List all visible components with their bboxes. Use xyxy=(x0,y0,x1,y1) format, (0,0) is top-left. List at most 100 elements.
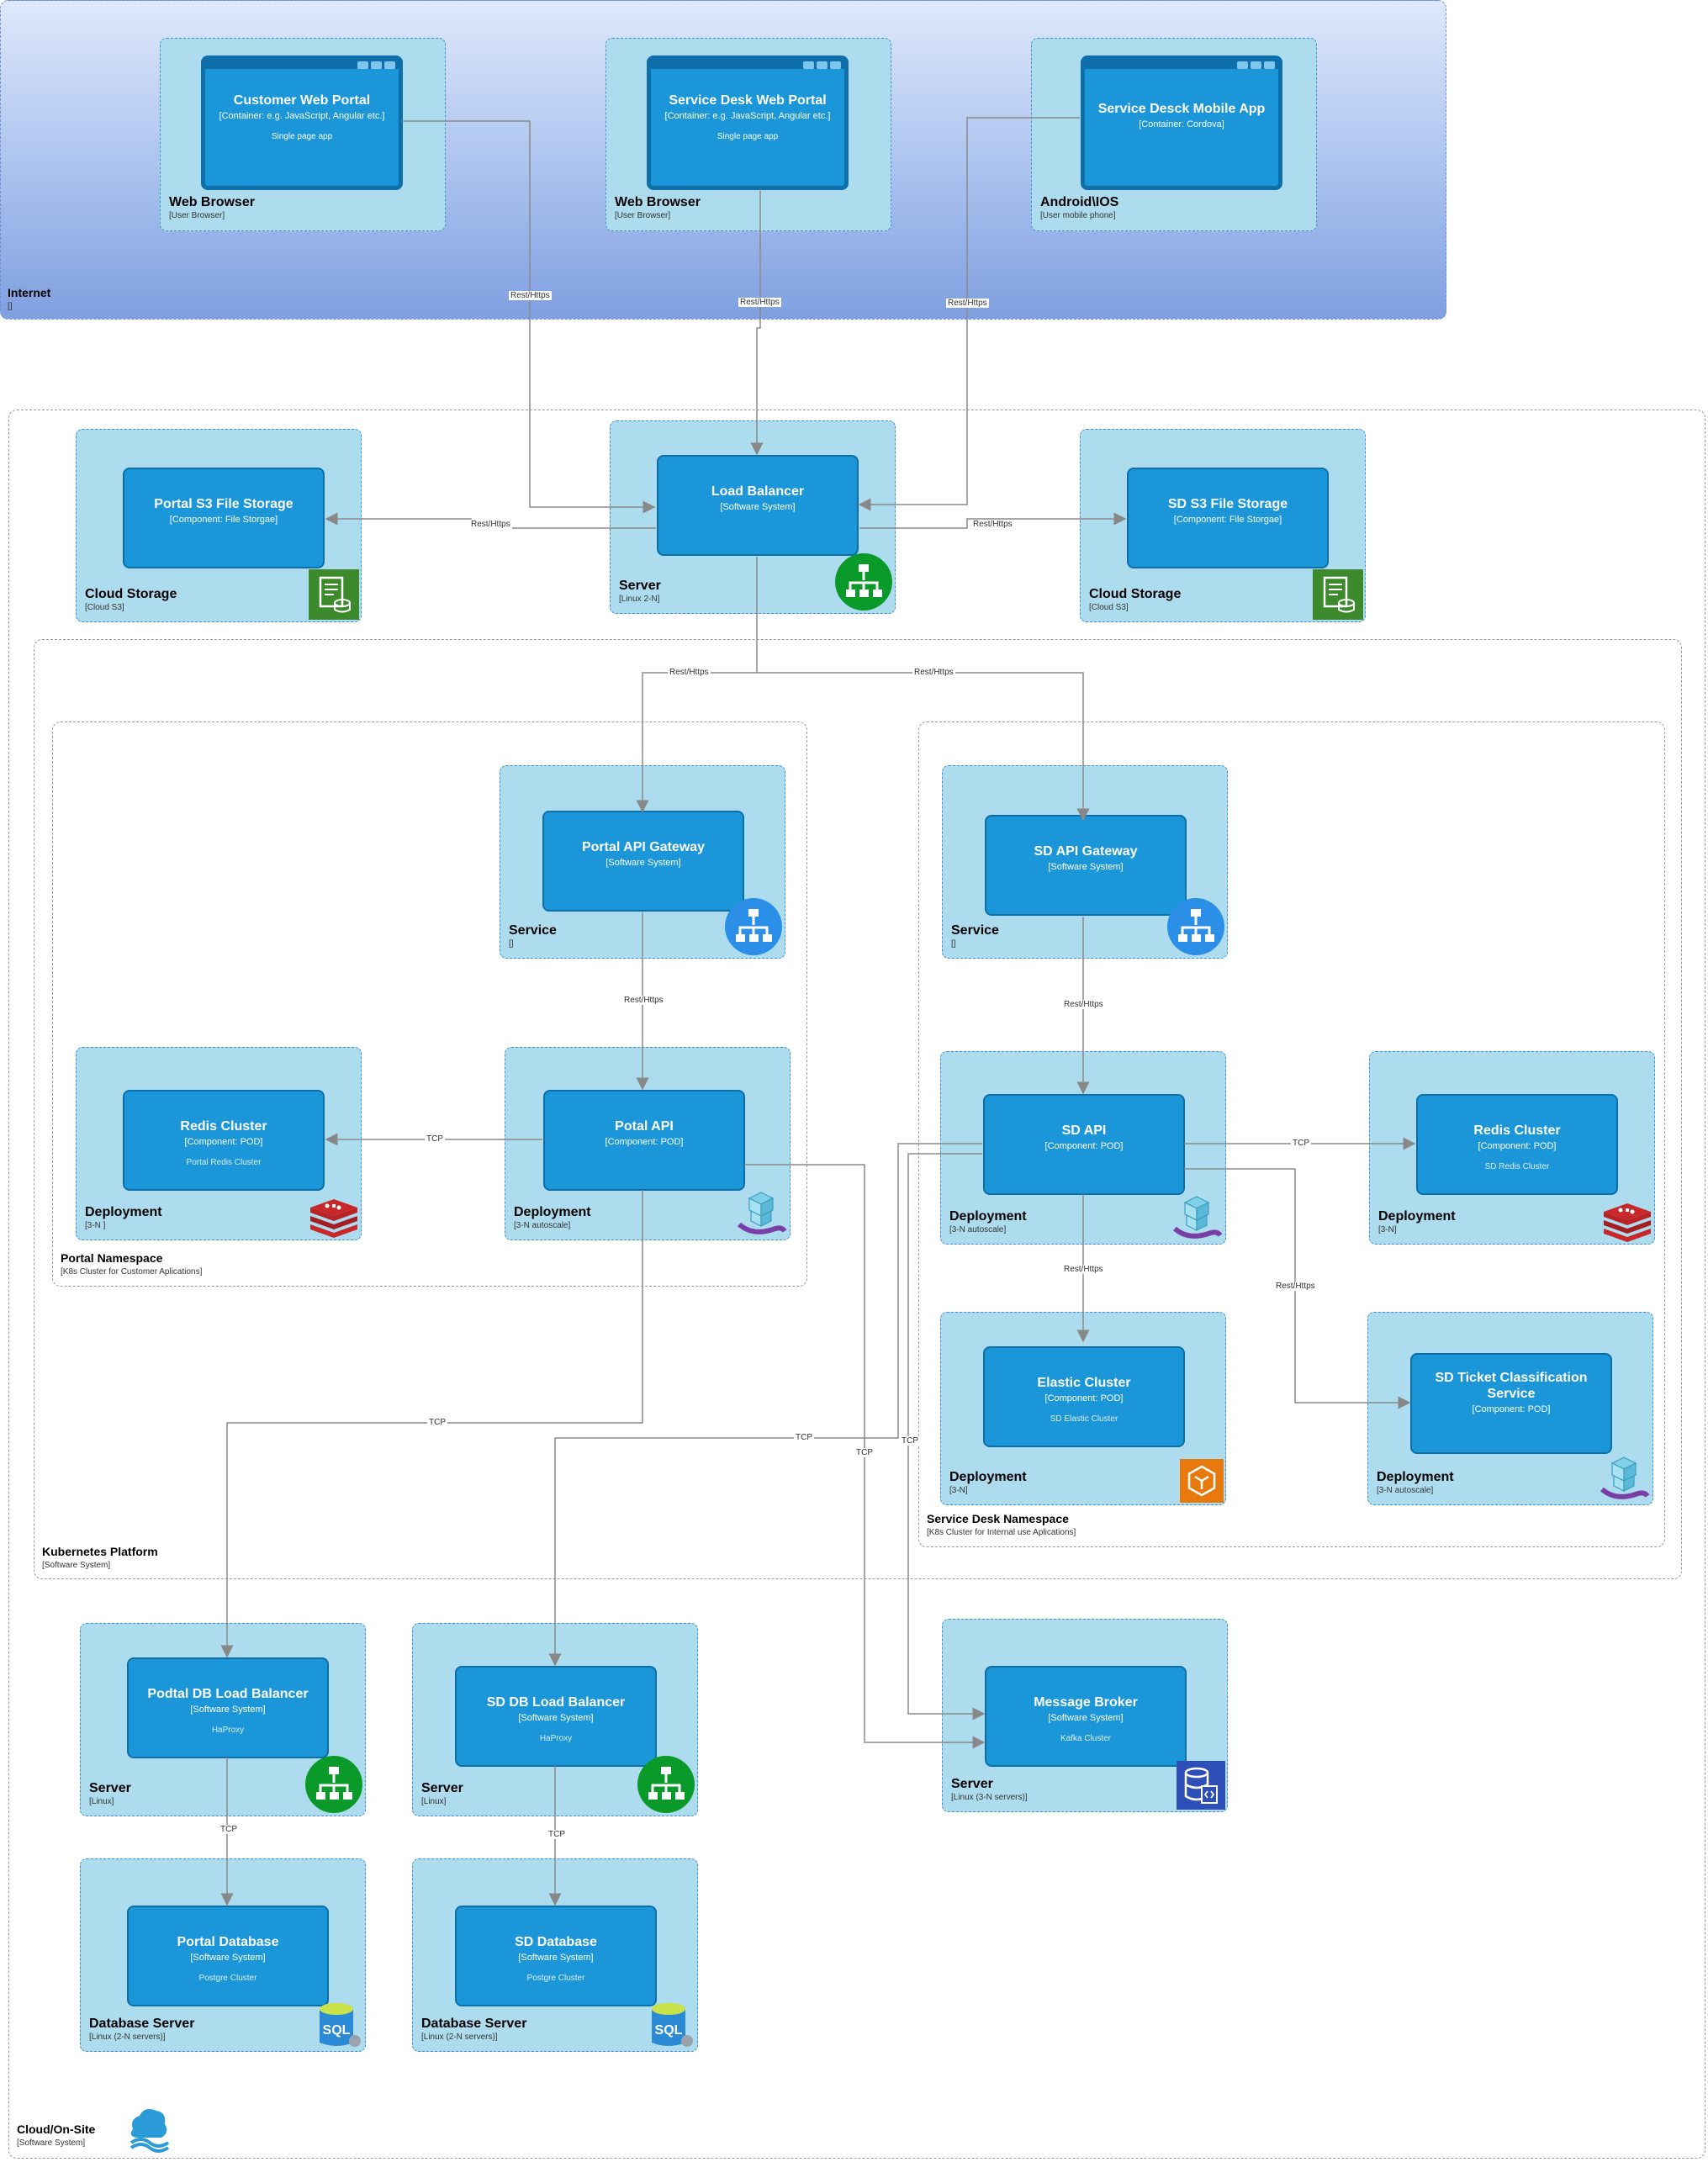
component-title: Portal Database xyxy=(177,1935,279,1949)
component-description: Kafka Cluster xyxy=(1060,1734,1112,1743)
s3-storage-icon xyxy=(309,569,359,620)
portal-namespace-label: Portal Namespace [K8s Cluster for Custom… xyxy=(61,1251,203,1277)
node-label: Service[] xyxy=(951,923,999,949)
component-type: [Component: POD] xyxy=(1044,1141,1124,1151)
svg-text:SQL: SQL xyxy=(655,2023,683,2038)
edge-customer-lb xyxy=(402,120,656,514)
component-description: HaProxy xyxy=(539,1734,573,1743)
portal-db-component[interactable]: Portal Database [Software System] Postgre … xyxy=(127,1906,329,2006)
edge-label: TCP xyxy=(427,1418,447,1427)
portal-redis-node: Redis Cluster[Component: POD]Portal Redi… xyxy=(76,1047,362,1240)
node-label: Database Server[Linux (2-N servers)] xyxy=(421,2017,527,2042)
node-label: Server[Linux (3-N servers)] xyxy=(951,1777,1028,1802)
node-label: Server[Linux] xyxy=(421,1781,463,1806)
sd-api-component[interactable]: SD API[Component: POD] xyxy=(983,1094,1185,1195)
component-title: Load Balancer xyxy=(711,484,805,499)
node-label: Deployment[3-N] xyxy=(949,1470,1027,1495)
component-type: [Software System] xyxy=(720,502,796,512)
node-label: Deployment[3-N autoscale] xyxy=(1377,1470,1454,1495)
edge-label: Rest/Https xyxy=(509,291,552,300)
edge-label: Rest/Https xyxy=(971,520,1014,529)
edge-label: Rest/Https xyxy=(1062,1000,1105,1009)
edge-label: TCP xyxy=(900,1436,920,1446)
cloud-service-icon xyxy=(124,2104,170,2154)
edge-lb-portal-gw xyxy=(636,557,758,813)
lb-component[interactable]: Load Balancer [Software System] xyxy=(657,455,859,556)
gateway-icon xyxy=(1166,897,1225,956)
edge-label: TCP xyxy=(1291,1139,1311,1148)
edge-label: Rest/Https xyxy=(738,298,781,307)
edge-label: TCP xyxy=(794,1433,814,1442)
kubernetes-boundary xyxy=(34,639,1682,1579)
elastic-node: Elastic Cluster[Component: POD]SD Elasti… xyxy=(940,1312,1226,1505)
node-label: Server[Linux 2-N] xyxy=(619,579,661,604)
component-type: [Component: File Storgae] xyxy=(169,515,278,525)
component-title: Redis Cluster xyxy=(180,1119,267,1134)
component-type: [Software System] xyxy=(1048,1713,1124,1723)
message-broker-node: Message Broker [Software System] Kafka Clu… xyxy=(942,1619,1228,1812)
service-desk-mobile-app[interactable]: Service Desck Mobile App [Container: Cor… xyxy=(1081,56,1282,190)
node-label: Cloud Storage[Cloud S3] xyxy=(85,587,177,612)
sd-db-component[interactable]: SD Database [Software System] Postgre Clus… xyxy=(455,1906,657,2006)
node-label: Server[Linux] xyxy=(89,1781,131,1806)
cloud-label: Cloud/On-Site [Software System] xyxy=(17,2122,96,2148)
mobile-label: Android\IOS[User mobile phone] xyxy=(1040,195,1119,220)
node-label: Database Server[Linux (2-N servers)] xyxy=(89,2017,195,2042)
elastic-icon xyxy=(1180,1459,1224,1503)
portal-namespace-boundary xyxy=(52,722,807,1287)
portal-redis-component[interactable]: Redis Cluster[Component: POD]Portal Redi… xyxy=(123,1090,325,1191)
sd-redis-component[interactable]: Redis Cluster[Component: POD]SD Redis Cl… xyxy=(1416,1094,1618,1195)
component-title: Podtal DB Load Balancer xyxy=(147,1687,309,1701)
edge-sdportal-lb xyxy=(750,189,764,456)
redis-icon xyxy=(1602,1203,1652,1242)
edge-label: TCP xyxy=(219,1825,239,1834)
component-description: HaProxy xyxy=(211,1726,245,1735)
load-balancer-icon xyxy=(304,1755,363,1814)
edge-label: Rest/Https xyxy=(912,668,955,677)
component-description: SD Elastic Cluster xyxy=(1050,1414,1118,1424)
service-desk-web-portal[interactable]: Service Desk Web Portal [Container: e.g.… xyxy=(647,56,849,190)
component-title: Portal API Gateway xyxy=(581,840,706,854)
edge-label: TCP xyxy=(854,1448,875,1457)
sd-redis-node: Redis Cluster[Component: POD]SD Redis Cl… xyxy=(1369,1051,1655,1245)
kubernetes-label: Kubernetes Platform [Software System] xyxy=(42,1545,158,1570)
sd-dblb-component[interactable]: SD DB Load Balancer[Software System]HaPr… xyxy=(455,1666,657,1767)
sd-browser-node: Service Desk Web Portal [Container: e.g.… xyxy=(605,38,891,231)
elastic-component[interactable]: Elastic Cluster[Component: POD]SD Elasti… xyxy=(983,1346,1185,1447)
portal-s3-component[interactable]: Portal S3 File Storage[Component: File S… xyxy=(123,468,325,568)
component-type: [Component: File Storgae] xyxy=(1173,515,1282,525)
node-label: Deployment[3-N autoscale] xyxy=(514,1205,591,1230)
component-type: [Software System] xyxy=(605,858,681,868)
component-description: Postgre Cluster xyxy=(526,1974,585,1983)
mobile-node: Service Desck Mobile App [Container: Cor… xyxy=(1031,38,1317,231)
component-type: [Software System] xyxy=(1048,862,1124,872)
portal-dblb-component[interactable]: Podtal DB Load Balancer[Software System]… xyxy=(127,1657,329,1758)
component-type: [Software System] xyxy=(190,1953,266,1963)
customer-web-portal[interactable]: Customer Web Portal [Container: e.g. Jav… xyxy=(201,56,403,190)
broker-component[interactable]: Message Broker [Software System] Kafka Clu… xyxy=(985,1666,1187,1767)
edge-label: Rest/Https xyxy=(946,299,989,308)
edge-sd-api-dblb xyxy=(548,1143,982,1667)
svg-text:SQL: SQL xyxy=(323,2023,351,2038)
component-title: SD Database xyxy=(515,1935,597,1949)
sd-s3-component[interactable]: SD S3 File Storage [Component: File Storg… xyxy=(1127,468,1329,568)
ticket-component[interactable]: SD Ticket Classification Service[Compone… xyxy=(1410,1353,1612,1454)
pod-cubes-icon xyxy=(1599,1456,1651,1503)
component-type: [Component: POD] xyxy=(605,1137,684,1147)
sd-s3-node: SD S3 File Storage [Component: File Storg… xyxy=(1080,429,1366,622)
ticket-classification-node: SD Ticket Classification Service[Compone… xyxy=(1367,1312,1653,1505)
internet-label: Internet [] xyxy=(8,286,51,311)
customer-browser-label: Web Browser[User Browser] xyxy=(169,195,255,220)
load-balancer-icon xyxy=(834,552,893,611)
component-type: [Software System] xyxy=(518,1953,594,1963)
component-description: Postgre Cluster xyxy=(198,1974,257,1983)
edge-label: TCP xyxy=(547,1830,567,1839)
sd-gw-component[interactable]: SD API Gateway[Software System] xyxy=(985,815,1187,916)
portal-api-component[interactable]: Potal API[Component: POD] xyxy=(543,1090,745,1191)
component-description: SD Redis Cluster xyxy=(1484,1162,1550,1171)
node-label: Deployment[3-N] xyxy=(1378,1209,1456,1234)
component-title: Message Broker xyxy=(1034,1695,1138,1710)
component-title: SD S3 File Storage xyxy=(1167,497,1288,511)
cloud-boundary xyxy=(8,410,1705,2159)
